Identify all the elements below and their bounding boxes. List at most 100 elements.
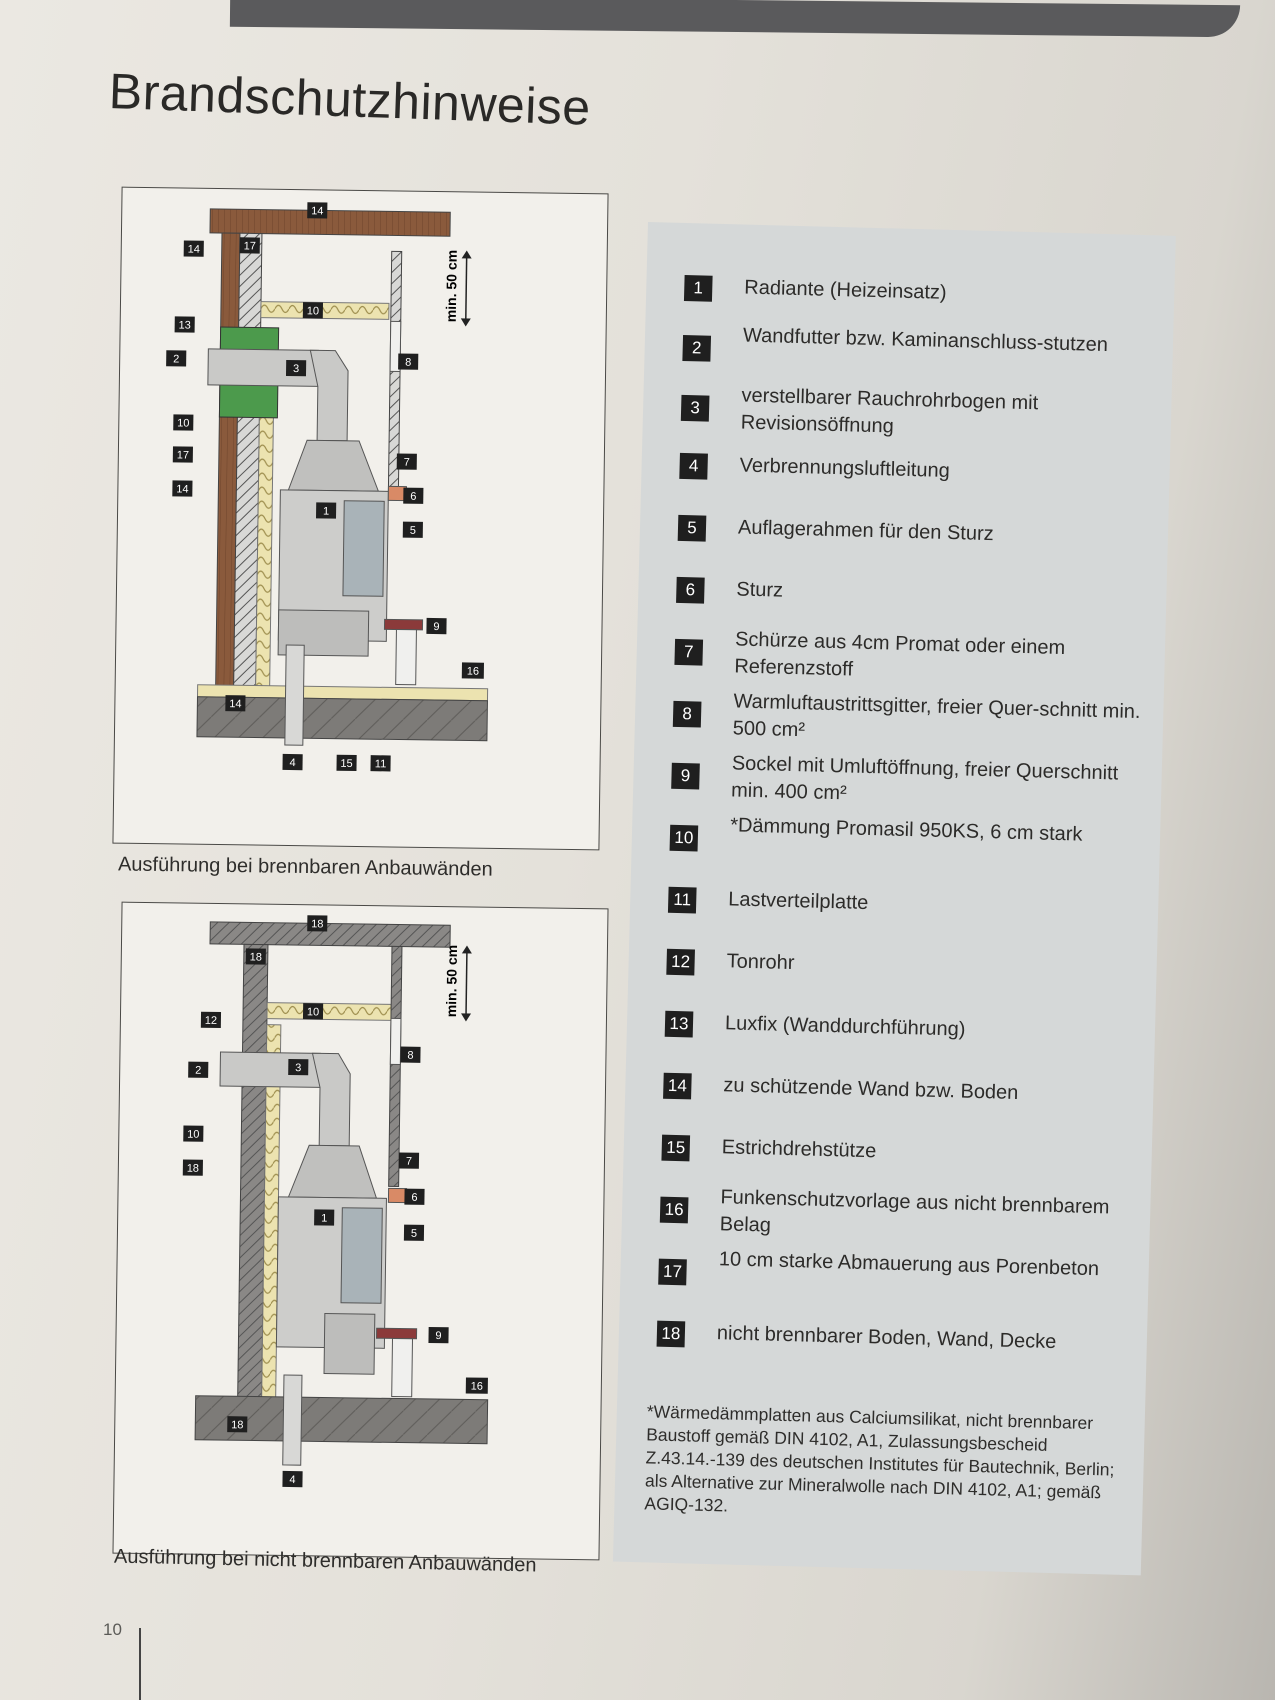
legend-number: 11 <box>667 886 697 914</box>
legend-item: 12 Tonrohr <box>666 948 1137 976</box>
legend-item: 14 zu schützende Wand bzw. Boden <box>663 1072 1134 1104</box>
legend-item: 11 Lastverteilplatte <box>667 886 1139 914</box>
callout2-18-wall: 18 <box>250 951 262 963</box>
legend-number: 18 <box>656 1320 686 1348</box>
legend-text: Lastverteilplatte <box>728 888 869 914</box>
header-bar <box>229 0 1241 38</box>
callout2-7: 7 <box>406 1156 412 1168</box>
callout2-4: 4 <box>289 1474 295 1486</box>
callout2-16: 16 <box>471 1381 483 1393</box>
legend-number: 8 <box>672 700 702 728</box>
callout-15: 15 <box>340 758 352 770</box>
legend-item: 17 10 cm starke Abmauerung aus Porenbeto… <box>658 1248 1129 1286</box>
legend-item: 5 Auflagerahmen für den Sturz <box>677 514 1148 545</box>
callout-1: 1 <box>323 505 329 517</box>
legend-text: nicht brennbarer Boden, Wand, Decke <box>716 1322 1057 1354</box>
page-number: 10 <box>103 1620 122 1639</box>
legend-text: Warmluftaustrittsgitter, freier Quer-sch… <box>732 690 1141 742</box>
callout2-9: 9 <box>435 1330 441 1342</box>
callout-10-side: 10 <box>177 417 189 429</box>
callout2-10-top: 10 <box>307 1006 319 1018</box>
callout2-18-floor: 18 <box>231 1419 243 1431</box>
legend-number: 10 <box>669 824 699 852</box>
callout2-3: 3 <box>295 1062 301 1074</box>
callout-4: 4 <box>289 757 295 769</box>
callout-5: 5 <box>410 525 416 537</box>
legend-item: 4 Verbrennungsluftleitung <box>679 452 1150 482</box>
legend-item: 7 Schürze aus 4cm Promat oder einem Refe… <box>674 628 1145 681</box>
caption-combustible: Ausführung bei brennbaren Anbauwänden <box>117 853 493 881</box>
legend-number: 13 <box>664 1010 694 1038</box>
legend-text: Funkenschutzvorlage aus nicht brennbarem… <box>719 1186 1110 1237</box>
legend-item: 6 Sturz <box>676 576 1147 604</box>
page-title: Brandschutzhinweise <box>108 62 592 136</box>
legend-item: 2 Wandfutter bzw. Kaminanschluss-stutzen <box>682 325 1153 362</box>
callout-6: 6 <box>410 491 416 503</box>
callout-14-left: 14 <box>188 244 200 256</box>
callout2-12: 12 <box>205 1015 217 1027</box>
legend-number: 2 <box>682 334 712 362</box>
callout-10-top: 10 <box>307 305 319 317</box>
figure-noncombustible-walls: min. 50 cm 18 18 10 12 2 3 8 10 18 7 6 1… <box>112 901 609 1561</box>
callout2-18-top: 18 <box>311 918 323 930</box>
legend-item: 9 Sockel mit Umluftöffnung, freier Quers… <box>671 752 1142 804</box>
legend-number: 6 <box>676 576 705 604</box>
legend-text: Sockel mit Umluftöffnung, freier Quersch… <box>730 752 1119 805</box>
legend-number: 9 <box>671 762 700 790</box>
callout2-2: 2 <box>195 1065 201 1077</box>
callout-11: 11 <box>375 758 387 770</box>
figure-combustible-walls: min. 50 cm 14 14 17 10 13 2 3 8 10 <box>112 186 609 851</box>
callout-16: 16 <box>467 665 479 677</box>
diagram-noncombustible: min. 50 cm 18 18 10 12 2 3 8 10 18 7 6 1… <box>182 915 489 1488</box>
legend-number: 5 <box>677 514 707 542</box>
callout2-6: 6 <box>411 1192 417 1204</box>
callout-8: 8 <box>405 357 411 369</box>
callout2-5: 5 <box>411 1228 417 1240</box>
legend-text: Luxfix (Wanddurchführung) <box>724 1012 966 1041</box>
legend-text: 10 cm starke Abmauerung aus Porenbeton <box>718 1248 1100 1281</box>
legend-item: 15 Estrichdrehstütze <box>661 1134 1132 1162</box>
callout-13: 13 <box>178 319 190 331</box>
legend-number: 16 <box>659 1196 689 1224</box>
callout-17: 17 <box>244 240 256 252</box>
legend-text: Wandfutter bzw. Kaminanschluss-stutzen <box>742 324 1109 357</box>
legend-text: Schürze aus 4cm Promat oder einem Refere… <box>734 628 1066 681</box>
footnote: *Wärmedämmplatten aus Calciumsilikat, ni… <box>644 1401 1115 1516</box>
callout-14-side: 14 <box>176 483 188 495</box>
callout-14-floor: 14 <box>229 698 241 710</box>
legend-number: 15 <box>661 1134 691 1162</box>
callout-9: 9 <box>433 621 439 633</box>
legend-text: Tonrohr <box>726 950 795 975</box>
legend-text: zu schützende Wand bzw. Boden <box>723 1074 1019 1104</box>
legend-text: Verbrennungsluftleitung <box>739 454 951 482</box>
callout2-10-side: 10 <box>187 1129 199 1141</box>
legend-text: Estrichdrehstütze <box>721 1136 877 1163</box>
dimension-label: min. 50 cm <box>443 250 460 323</box>
legend-number: 17 <box>658 1258 687 1286</box>
legend-number: 7 <box>674 638 704 666</box>
callout-3: 3 <box>293 363 299 375</box>
legend-text: verstellbarer Rauchrohrbogen mit Revisio… <box>740 384 1039 438</box>
diagram-combustible: min. 50 cm 14 14 17 10 13 2 3 8 10 <box>166 202 489 772</box>
legend-text: Radiante (Heizeinsatz) <box>744 276 947 304</box>
callout2-18-side: 18 <box>187 1163 199 1175</box>
legend-number: 12 <box>666 948 695 976</box>
legend-number: 14 <box>663 1072 692 1100</box>
legend-item: 3 verstellbarer Rauchrohrbogen mit Revis… <box>680 385 1151 438</box>
legend-item: 1 Radiante (Heizeinsatz) <box>683 274 1155 304</box>
callout-14-top: 14 <box>311 205 323 217</box>
legend-number: 1 <box>683 274 713 302</box>
legend-text: Sturz <box>736 578 784 602</box>
legend-item: 16 Funkenschutzvorlage aus nicht brennba… <box>659 1186 1130 1237</box>
legend-number: 4 <box>679 452 708 480</box>
callout-2: 2 <box>173 353 179 365</box>
legend-text: Auflagerahmen für den Sturz <box>737 516 994 546</box>
legend-item: 8 Warmluftaustrittsgitter, freier Quer-s… <box>672 690 1143 741</box>
legend-item: 10 *Dämmung Promasil 950KS, 6 cm stark <box>669 814 1140 852</box>
callout2-1: 1 <box>321 1212 327 1224</box>
legend-text: *Dämmung Promasil 950KS, 6 cm stark <box>729 814 1083 846</box>
page-rule <box>139 1628 141 1700</box>
legend-number: 3 <box>680 394 710 422</box>
legend-item: 13 Luxfix (Wanddurchführung) <box>664 1010 1135 1041</box>
legend-panel: 1 Radiante (Heizeinsatz) 2 Wandfutter bz… <box>612 222 1176 1576</box>
